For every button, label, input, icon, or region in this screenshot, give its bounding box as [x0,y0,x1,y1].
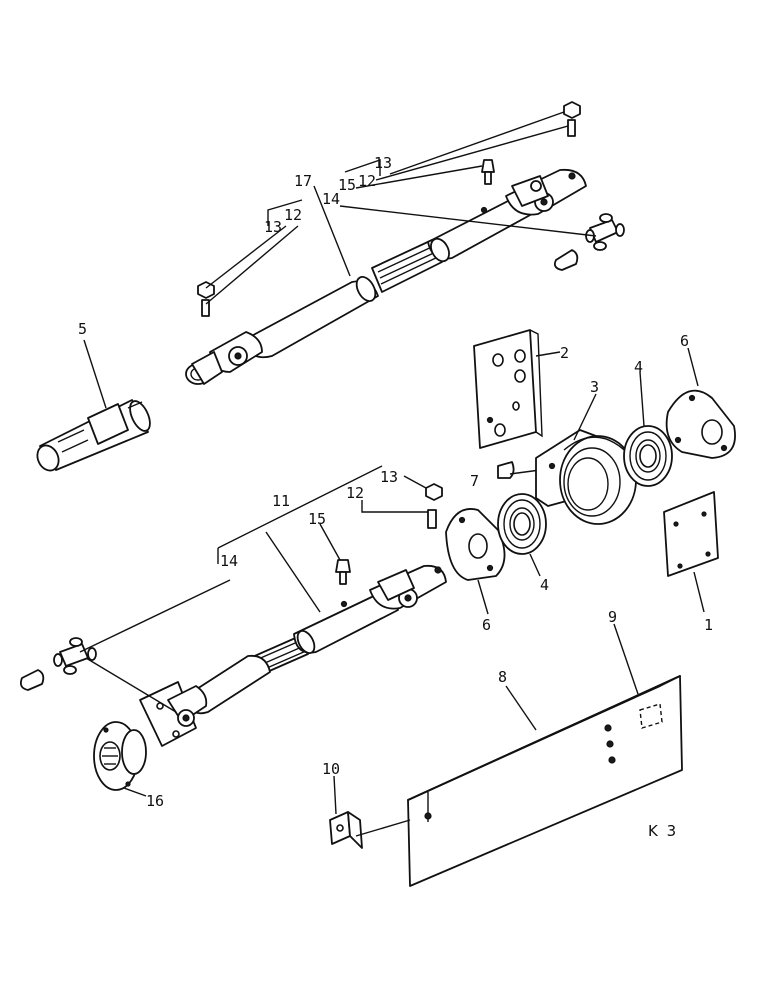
callout-1: 1 [704,616,713,634]
grease-nipple-upper [481,159,495,185]
callout-10: 10 [322,760,340,778]
ball-bearing-upper-part-4 [623,371,673,487]
nut-bolt-upper-left [197,281,215,317]
cross-journal-upper [585,213,625,251]
callout-16: 16 [146,792,164,810]
callout-12-top-left: 12 [284,206,302,224]
flange-hub-part-16 [93,721,147,797]
grease-fitting-upper [553,249,579,271]
callout-15-top: 15 [338,176,356,194]
callout-5: 5 [78,320,87,338]
callout-17: 17 [294,172,312,190]
shield-panel-part-8 [407,675,683,887]
callout-13-top-right: 13 [374,154,392,172]
callout-14-top: 14 [322,190,340,208]
bracket-part-10 [329,775,411,849]
callout-3: 3 [590,378,599,396]
upper-drive-shaft [185,168,587,385]
callout-12-top-right: 12 [358,172,376,190]
callout-4-lower: 4 [540,576,549,594]
lower-drive-shaft [139,564,447,747]
callout-12-bottom: 12 [346,484,364,502]
callout-7: 7 [470,472,479,490]
callout-6-lower: 6 [482,616,491,634]
grease-nipple-part-7 [497,461,541,479]
callout-14-bottom: 14 [220,552,238,570]
callout-11: 11 [272,492,290,510]
callout-6-upper: 6 [680,332,689,350]
ball-bearing-lower-part-4 [497,493,547,577]
flange-plate-lower-part-6 [445,508,506,615]
callout-4-upper: 4 [634,358,643,376]
grease-nipple-lower [319,523,351,585]
label-area-part-9 [613,623,663,729]
leader-lines-lower [79,465,383,713]
sheet-code: K 3 [648,822,678,840]
mounting-plate-part-2 [473,329,561,449]
cross-journal-lower [53,637,97,675]
grease-fitting-lower [19,669,45,691]
callout-13-bottom: 13 [380,468,398,486]
callout-2: 2 [560,344,569,362]
callout-9: 9 [608,608,617,626]
pad-plate-part-1 [663,491,719,613]
nut-bolt-upper-right [563,101,581,137]
callout-13-top-left: 13 [264,218,282,236]
nut-bolt-lower [361,475,443,529]
leader-lines-upper [205,111,597,305]
bearing-housing-part-3 [535,393,637,525]
callout-15-bottom: 15 [308,510,326,528]
callout-8: 8 [498,668,507,686]
splined-shaft-part-5 [36,339,151,472]
flange-plate-upper-part-6 [665,347,736,459]
